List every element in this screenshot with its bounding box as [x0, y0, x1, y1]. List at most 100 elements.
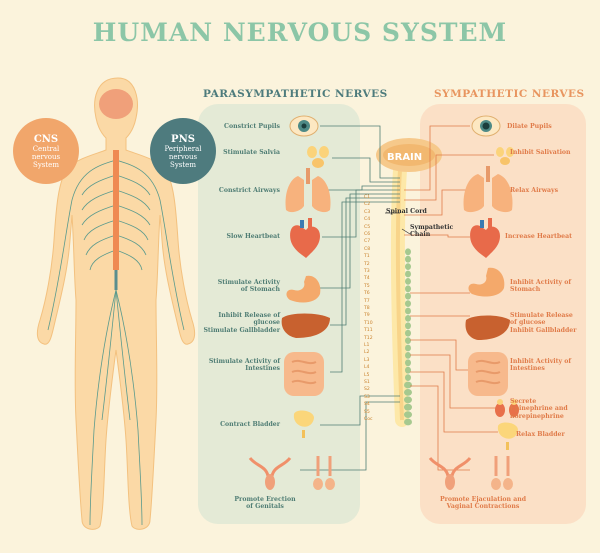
- segment-label-c1: C1: [364, 195, 371, 200]
- sympathetic-ganglion: [405, 278, 411, 285]
- sympathetic-label-lungs: Relax Airways: [510, 187, 588, 194]
- sympathetic-label-line: Secrete: [510, 398, 537, 405]
- liver-icon: [465, 315, 510, 340]
- sympathetic-label-line: of glucose: [510, 319, 546, 327]
- segment-label-c4: C4: [364, 217, 371, 223]
- stomach-icon: [468, 267, 505, 297]
- sympathetic-chain-line2: Chain: [410, 231, 431, 239]
- segment-label-s1: S1: [364, 380, 370, 385]
- male-reproductive-icon: [313, 456, 335, 490]
- segment-label-c5: C5: [364, 224, 371, 230]
- heart-icon: [290, 218, 320, 258]
- segment-label-s3: S3: [364, 394, 370, 400]
- sympathetic-label-line: Epinephrine and: [510, 405, 568, 413]
- segment-label-l3: L3: [364, 357, 370, 363]
- sympathetic-ganglion: [405, 263, 411, 270]
- sympathetic-label-line: Dilate Pupils: [507, 123, 552, 130]
- segment-label-c2: C2: [364, 202, 371, 208]
- sympathetic-ganglion: [405, 292, 411, 300]
- segment-label-t4: T4: [364, 276, 370, 282]
- parasympathetic-label-line: of Genitals: [246, 503, 284, 511]
- parasympathetic-label-line: Stimulate Salvia: [223, 149, 280, 156]
- parasympathetic-label-line: Constrict Pupils: [224, 123, 280, 130]
- parasympathetic-label-line: Promote Erection: [234, 496, 296, 503]
- sympathetic-ganglion: [405, 248, 411, 256]
- segment-label-coc: Coc: [364, 417, 373, 422]
- sympathetic-ganglion: [404, 389, 412, 396]
- sympathetic-chain-label: Sympathetic Chain: [410, 224, 453, 239]
- lungs-icon: [285, 168, 331, 213]
- parasympathetic-panel: [198, 104, 360, 524]
- sympathetic-label-line: Stomach: [510, 286, 541, 294]
- parasympathetic-label-line: Contract Bladder: [220, 421, 280, 428]
- cns-abbr: CNS: [33, 133, 59, 145]
- segment-label-t9: T9: [364, 313, 370, 319]
- lungs-icon: [463, 166, 513, 213]
- body-brain: [99, 89, 133, 119]
- page-title: HUMAN NERVOUS SYSTEM: [92, 18, 508, 47]
- cns-badge: CNS Central nervous System: [13, 118, 79, 184]
- sympathetic-label-line: Inhibit Gallbladder: [510, 326, 577, 334]
- stomach-icon: [286, 275, 321, 303]
- sympathetic-label-line: Relax Airways: [510, 187, 559, 194]
- segment-label-c8: C8: [364, 246, 371, 252]
- sympathetic-ganglion: [405, 366, 411, 374]
- eye-icon: [471, 115, 501, 137]
- parasympathetic-label-lungs: Constrict Airways: [184, 187, 280, 194]
- sympathetic-label-heart: Increase Heartbeat: [505, 233, 583, 240]
- sympathetic-label-line: Stimulate Release: [510, 312, 573, 319]
- sympathetic-label-bladder: Relax Bladder: [516, 431, 594, 438]
- parasympathetic-label-bladder: Contract Bladder: [184, 421, 280, 428]
- segment-label-l2: L2: [364, 350, 370, 356]
- sympathetic-label-line: Inhibit Activity of: [510, 279, 572, 286]
- salivary-glands-icon: [496, 147, 514, 165]
- segment-label-s4: S4: [364, 402, 370, 408]
- female-reproductive-icon: [248, 457, 292, 490]
- eye-icon: [289, 115, 319, 137]
- segment-label-c3: C3: [364, 209, 371, 215]
- segment-label-t2: T2: [364, 261, 370, 267]
- sympathetic-ganglion: [404, 411, 412, 418]
- parasympathetic-label-eye: Constrict Pupils: [184, 123, 280, 130]
- human-body: [36, 77, 196, 530]
- segment-label-t11: T11: [364, 328, 373, 334]
- sympathetic-label-line: Inhibit Salivation: [510, 149, 571, 156]
- salivary-glands-icon: [307, 146, 329, 168]
- cns-line2: nervous: [31, 152, 61, 161]
- segment-label-l1: L1: [364, 343, 370, 348]
- parasympathetic-title: PARASYMPATHETIC NERVES: [203, 88, 388, 100]
- sympathetic-ganglion: [405, 307, 411, 315]
- female-reproductive-icon: [428, 457, 472, 490]
- sympathetic-ganglion: [405, 352, 411, 359]
- sympathetic-label-line: Promote Ejaculation and: [439, 496, 527, 503]
- sympathetic-panel: [420, 104, 586, 524]
- parasympathetic-label-line: of Stomach: [240, 286, 280, 294]
- segment-label-t5: T5: [364, 283, 370, 289]
- pns-line2: nervous: [168, 152, 198, 161]
- sympathetic-ganglion: [404, 396, 412, 404]
- segment-label-t10: T10: [364, 320, 373, 326]
- sympathetic-chain-line1: Sympathetic: [410, 224, 454, 231]
- sympathetic-label-line: Increase Heartbeat: [505, 233, 572, 240]
- segment-label-c7: C7: [364, 239, 371, 245]
- intestines-icon: [284, 352, 324, 396]
- intestines-icon: [468, 352, 508, 396]
- segment-label-c6: C6: [364, 232, 371, 237]
- brain-label: BRAIN: [387, 152, 423, 163]
- sympathetic-ganglion: [405, 322, 411, 330]
- parasympathetic-label-line: Intestines: [245, 365, 280, 373]
- segment-label-t8: T8: [364, 306, 370, 311]
- sympathetic-label-line: norepinephrine: [510, 412, 564, 420]
- sympathetic-ganglion: [405, 344, 411, 352]
- sympathetic-label-salivary-glands: Inhibit Salivation: [510, 149, 588, 156]
- parasympathetic-connectors: [300, 125, 400, 471]
- sympathetic-connectors: [404, 125, 498, 471]
- sympathetic-ganglion: [405, 337, 411, 344]
- parasympathetic-label-line: glucose: [253, 319, 281, 327]
- parasympathetic-label-heart: Slow Heartbeat: [184, 233, 280, 240]
- parasympathetic-label-line: Inhibit Release of: [218, 312, 280, 319]
